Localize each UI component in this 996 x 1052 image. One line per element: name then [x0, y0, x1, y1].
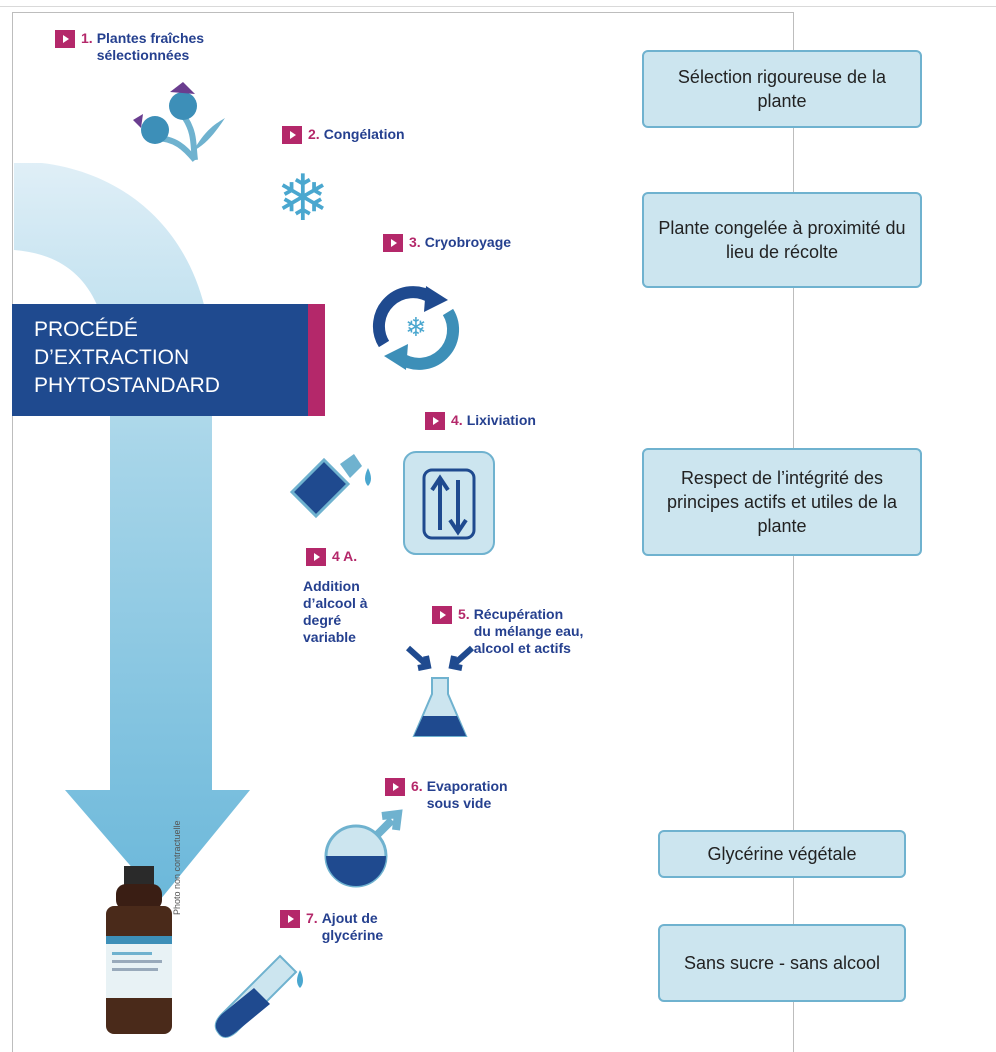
banner-line-1: PROCÉDÉ — [34, 318, 138, 341]
play-marker-icon — [383, 234, 403, 252]
play-marker-icon — [425, 412, 445, 430]
erlenmeyer-flask-icon — [405, 645, 475, 737]
step-4a-text: Addition d’alcool à degré variable — [303, 578, 368, 645]
step-number: 1. — [81, 30, 93, 46]
step-number: 5. — [458, 606, 470, 622]
process-title-banner: PROCÉDÉ D’EXTRACTION PHYTOSTANDARD — [12, 304, 308, 416]
step-number: 7. — [306, 910, 318, 926]
product-bottle-image — [106, 866, 172, 1034]
step-4-label: 4. Lixiviation — [425, 412, 536, 430]
step-number: 3. — [409, 234, 421, 250]
step-text: Récupération du mélange eau, alcool et a… — [473, 606, 584, 656]
step-text: Cryobroyage — [424, 234, 512, 250]
banner-line-2: D’EXTRACTION — [34, 346, 190, 369]
step-number: 6. — [411, 778, 423, 794]
step-2-label: 2. Congélation — [282, 126, 405, 144]
step-text: Lixiviation — [466, 412, 536, 428]
step-text: Evaporation sous vide — [426, 778, 508, 811]
rotation-arrows-snowflake-icon: ❄ — [372, 286, 460, 370]
up-down-arrows-icon — [403, 451, 495, 555]
benefit-box-glycerin: Glycérine végétale — [658, 830, 906, 878]
step-1-label: 1. Plantes fraîches sélectionnées — [55, 30, 247, 64]
step-text: Plantes fraîches sélectionnées — [96, 30, 205, 63]
step-text: Ajout de glycérine — [321, 910, 384, 943]
benefit-box-selection: Sélection rigoureuse de la plante — [642, 50, 922, 128]
step-4a-label: 4 A. — [306, 548, 361, 566]
benefit-box-sugar-free: Sans sucre - sans alcool — [658, 924, 906, 1002]
step-number: 4 A. — [332, 548, 358, 564]
svg-text:❄: ❄ — [405, 313, 427, 343]
step-5-label: 5. Récupération du mélange eau, alcool e… — [432, 606, 584, 657]
step-6-label: 6. Evaporation sous vide — [385, 778, 527, 812]
play-marker-icon — [432, 606, 452, 624]
step-7-label: 7. Ajout de glycérine — [280, 910, 402, 944]
step-number: 4. — [451, 412, 463, 428]
banner-accent-bar — [308, 304, 325, 416]
thistle-plant-icon — [133, 82, 225, 162]
play-marker-icon — [55, 30, 75, 48]
step-3-label: 3. Cryobroyage — [383, 234, 511, 252]
play-marker-icon — [280, 910, 300, 928]
photo-disclaimer: Photo non contractuelle — [172, 820, 182, 915]
round-flask-icon — [324, 809, 403, 888]
play-marker-icon — [385, 778, 405, 796]
test-tube-icon — [214, 954, 303, 1038]
benefit-box-frozen: Plante congelée à proximité du lieu de r… — [642, 192, 922, 288]
play-marker-icon — [282, 126, 302, 144]
benefit-box-integrity: Respect de l’intégrité des principes act… — [642, 448, 922, 556]
snowflake-icon: ❄ — [276, 162, 330, 234]
top-divider — [0, 6, 996, 7]
flask-pouring-icon — [289, 454, 371, 519]
step-number: 2. — [308, 126, 320, 142]
banner-line-3: PHYTOSTANDARD — [34, 374, 220, 397]
play-marker-icon — [306, 548, 326, 566]
step-text: Congélation — [323, 126, 405, 142]
